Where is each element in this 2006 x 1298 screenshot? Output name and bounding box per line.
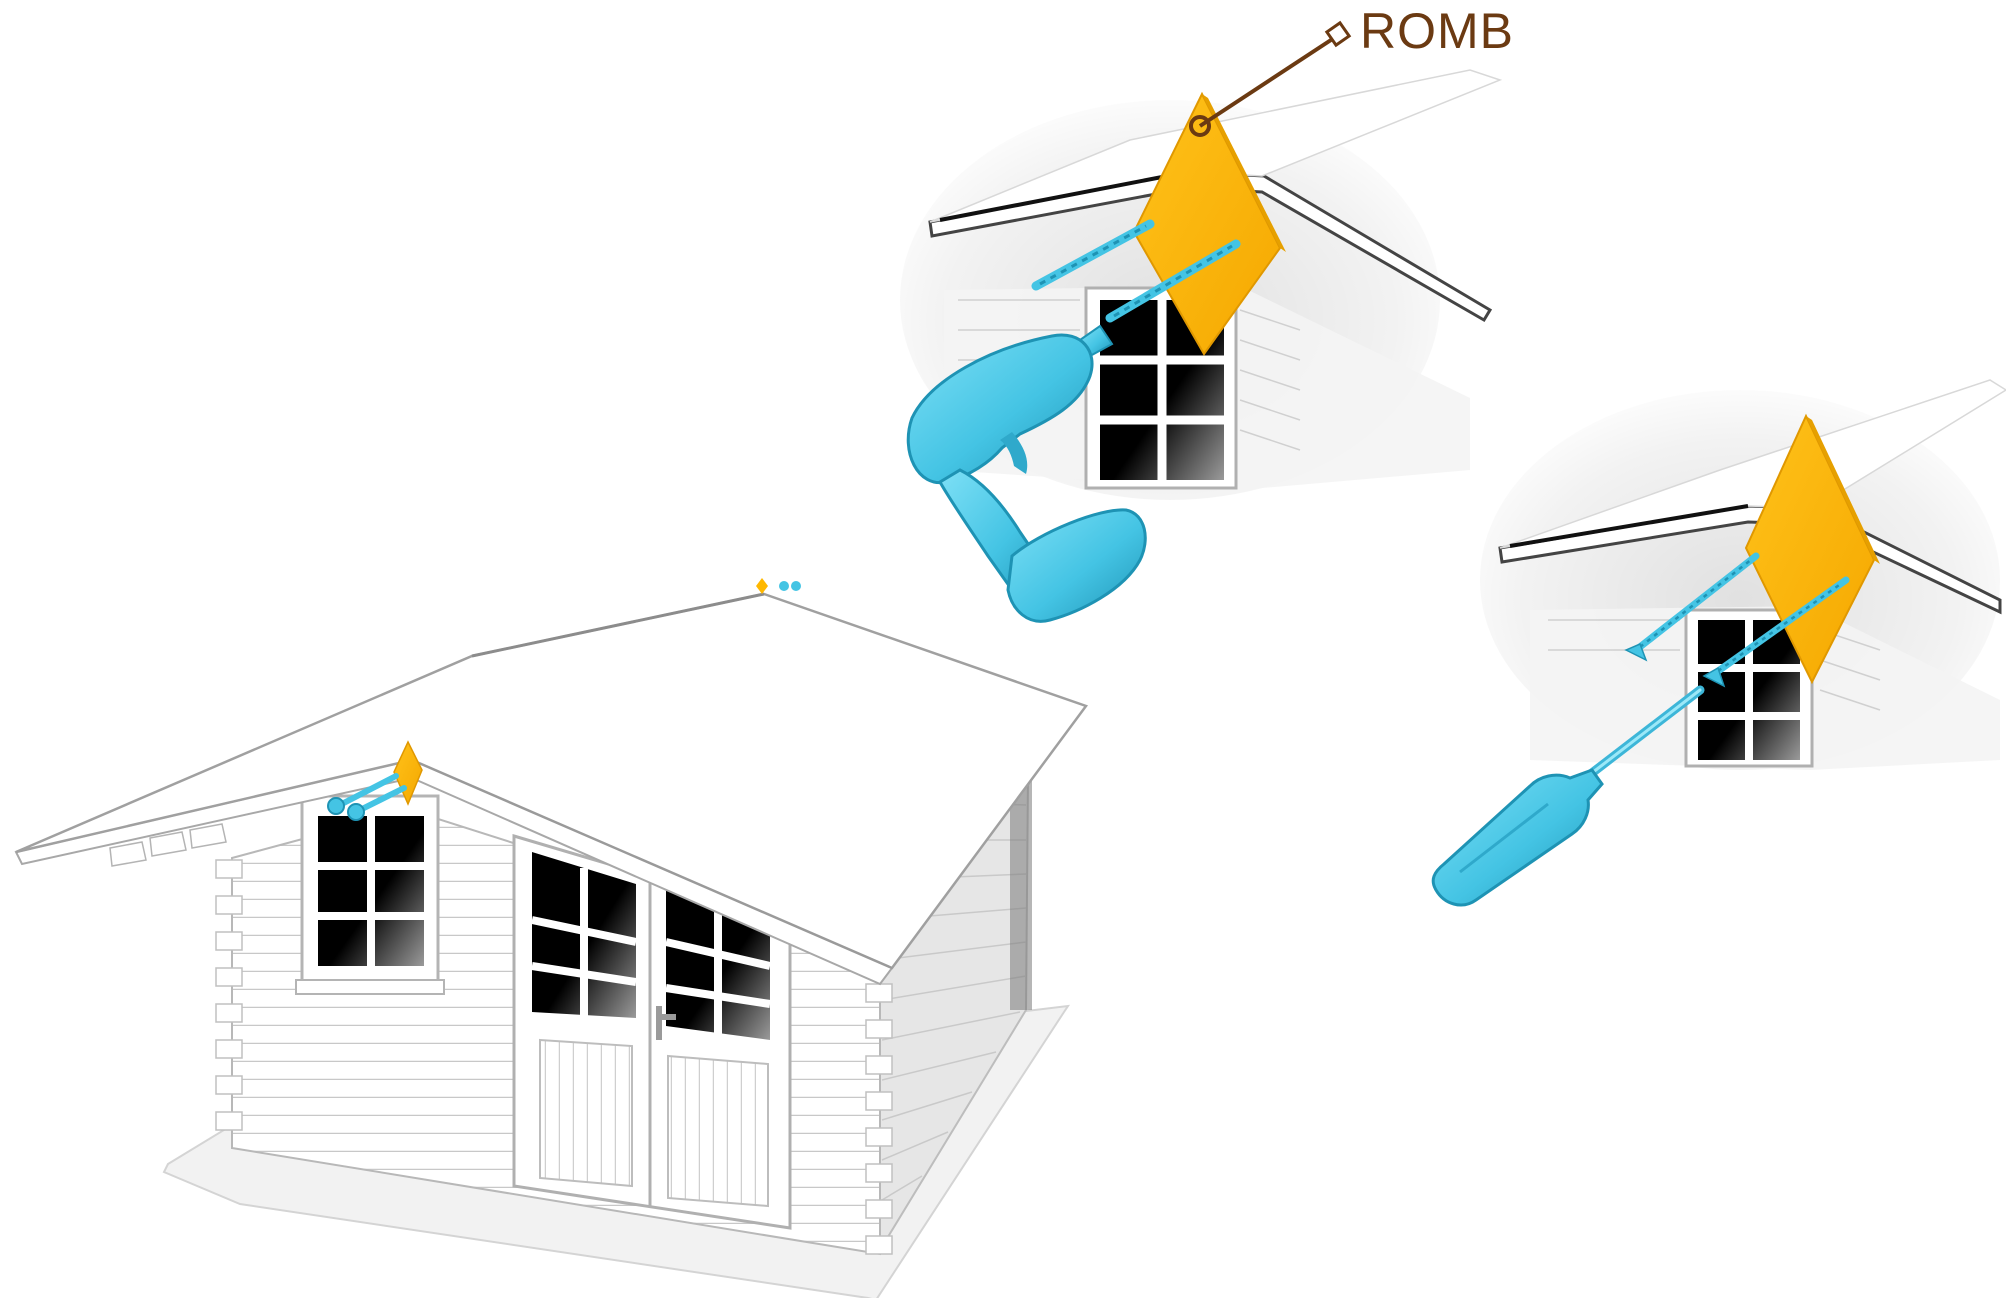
- garden-shed: [16, 578, 1086, 1298]
- romb-callout-label: ROMB: [1360, 3, 1514, 59]
- detail-drill-step: ROMB: [900, 3, 1514, 621]
- detail-screwdriver-step: [1433, 380, 2006, 905]
- side-wall-corner-post: [1010, 780, 1032, 1010]
- door-handle: [656, 1006, 662, 1040]
- small-parts-at-ridge: [756, 578, 801, 594]
- shed-window-left: [296, 796, 444, 994]
